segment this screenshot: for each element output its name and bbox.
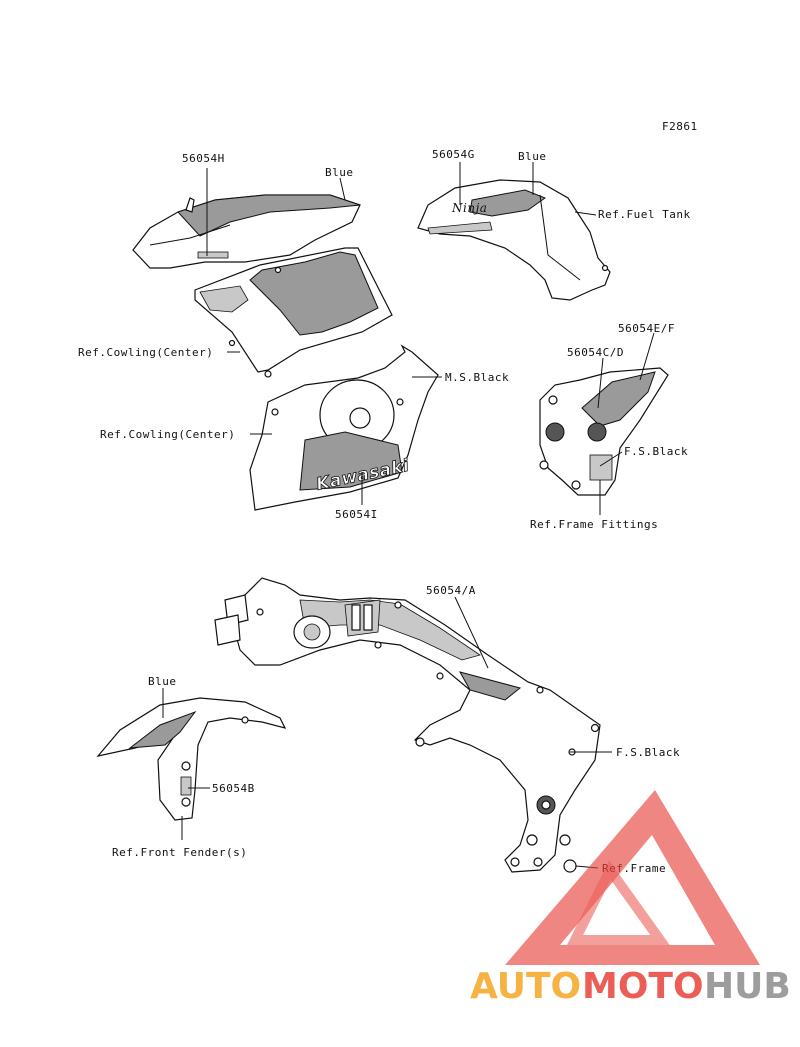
label-blue-fender: Blue: [148, 675, 177, 688]
watermark-triangle: [505, 790, 760, 965]
watermark-moto: MOTO: [582, 966, 704, 1007]
watermark-hub: HUB: [704, 966, 791, 1007]
label-56054ef: 56054E/F: [618, 322, 675, 335]
label-56054h: 56054H: [182, 152, 225, 165]
watermark-logo: AUTO MOTO HUB: [470, 790, 791, 1007]
label-56054b: 56054B: [212, 782, 255, 795]
upper-fairing: [132, 194, 361, 269]
front-fender: [96, 697, 287, 821]
label-ms-black: M.S.Black: [445, 371, 509, 384]
cowling-center-lower: Kawasaki: [249, 344, 439, 511]
label-fs-black-1: F.S.Black: [624, 445, 688, 458]
label-56054g: 56054G: [432, 148, 475, 161]
ninja-decal: Ninja: [451, 201, 487, 215]
watermark-auto: AUTO: [470, 966, 581, 1007]
label-fs-black-2: F.S.Black: [616, 746, 680, 759]
label-ref-front-fender: Ref.Front Fender(s): [112, 846, 247, 859]
label-ref-cowling-center-1: Ref.Cowling(Center): [78, 346, 213, 359]
label-ref-frame-fittings: Ref.Frame Fittings: [530, 518, 658, 531]
main-frame: [214, 577, 601, 873]
label-ref-cowling-center-2: Ref.Cowling(Center): [100, 428, 235, 441]
cowling-center-upper: [194, 247, 393, 378]
label-blue-top-right: Blue: [518, 150, 547, 163]
label-56054a: 56054/A: [426, 584, 476, 597]
label-blue-top-left: Blue: [325, 166, 354, 179]
part-labels: 56054H Blue 56054G Blue Ref.Fuel Tank Re…: [78, 148, 691, 875]
fuel-tank: Ninja: [417, 179, 611, 301]
figure-id: F2861: [662, 120, 698, 133]
leader-lines: [162, 162, 655, 869]
label-56054cd: 56054C/D: [567, 346, 624, 359]
label-ref-fuel-tank: Ref.Fuel Tank: [598, 208, 691, 221]
frame-fittings: [539, 367, 669, 496]
label-56054i: 56054I: [335, 508, 378, 521]
